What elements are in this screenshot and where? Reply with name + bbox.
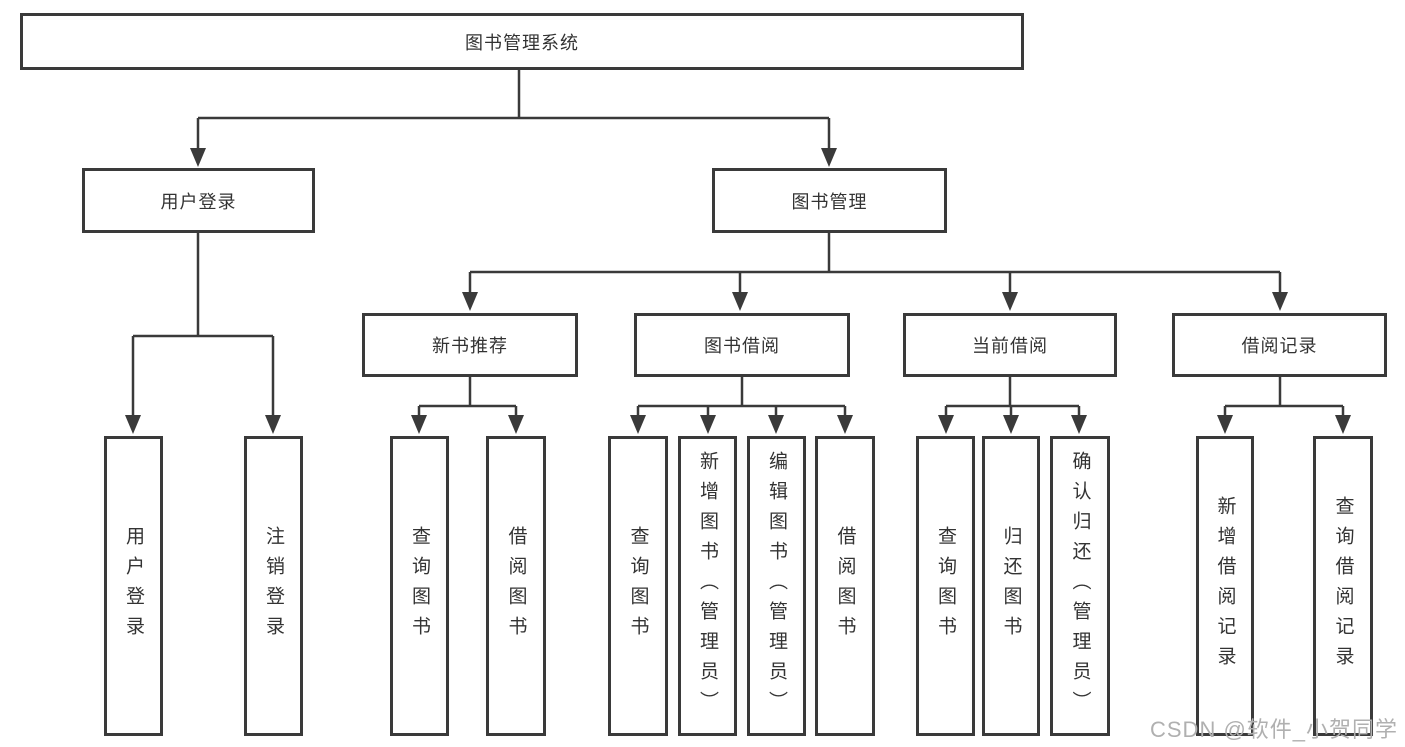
- leaf-edit-book-admin: 编辑图书（管理员）: [747, 436, 806, 736]
- node-book-borrowing: 图书借阅: [634, 313, 850, 377]
- node-label: 查询图书: [409, 526, 430, 646]
- leaf-borrow-books-borrowing: 借阅图书: [815, 436, 875, 736]
- node-label: 图书管理: [791, 191, 868, 212]
- leaf-query-books-recommend: 查询图书: [390, 436, 449, 736]
- leaf-confirm-return-admin: 确认归还（管理员）: [1050, 436, 1110, 736]
- node-label: 新增图书（管理员）: [697, 451, 718, 721]
- leaf-return-books: 归还图书: [982, 436, 1040, 736]
- node-label: 确认归还（管理员）: [1069, 451, 1091, 721]
- node-label: 借阅记录: [1241, 336, 1318, 356]
- node-book-management: 图书管理: [712, 168, 947, 233]
- node-label: 新增借阅记录: [1214, 496, 1236, 676]
- leaf-logout: 注销登录: [244, 436, 303, 736]
- node-user-login: 用户登录: [82, 168, 315, 233]
- leaf-user-login: 用户登录: [104, 436, 163, 736]
- node-label: 新书推荐: [432, 336, 508, 356]
- leaf-query-books-borrowing: 查询图书: [608, 436, 668, 736]
- node-label: 查询图书: [935, 526, 956, 646]
- node-label: 图书管理系统: [465, 32, 579, 53]
- node-label: 查询图书: [627, 526, 649, 646]
- node-library-system-root: 图书管理系统: [20, 13, 1024, 70]
- node-borrowing-records: 借阅记录: [1172, 313, 1387, 377]
- watermark-csdn: CSDN @软件_小贺同学: [1150, 717, 1399, 742]
- node-label: 借阅图书: [834, 526, 856, 646]
- leaf-borrow-books-recommend: 借阅图书: [486, 436, 546, 736]
- node-label: 图书借阅: [704, 336, 780, 356]
- node-label: 编辑图书（管理员）: [766, 451, 787, 721]
- node-label: 用户登录: [160, 191, 237, 212]
- leaf-query-books-current: 查询图书: [916, 436, 975, 736]
- node-label: 借阅图书: [505, 526, 527, 646]
- leaf-query-borrow-record: 查询借阅记录: [1313, 436, 1373, 736]
- node-label: 查询借阅记录: [1332, 496, 1354, 676]
- node-label: 归还图书: [1000, 526, 1022, 646]
- node-new-book-recommend: 新书推荐: [362, 313, 578, 377]
- node-label: 注销登录: [263, 526, 284, 646]
- leaf-add-borrow-record: 新增借阅记录: [1196, 436, 1254, 736]
- node-label: 当前借阅: [972, 336, 1048, 356]
- node-current-borrowing: 当前借阅: [903, 313, 1117, 377]
- node-label: 用户登录: [123, 526, 144, 646]
- leaf-add-book-admin: 新增图书（管理员）: [678, 436, 737, 736]
